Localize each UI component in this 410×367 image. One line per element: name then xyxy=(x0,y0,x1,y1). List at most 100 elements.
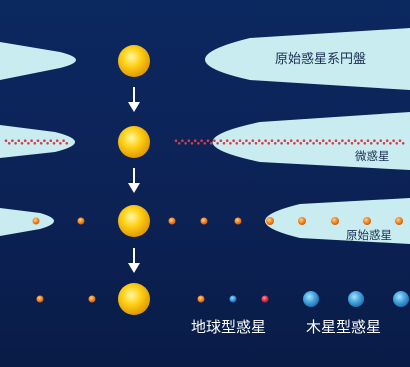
planetesimal-dot xyxy=(4,139,8,142)
planetesimal-dot xyxy=(325,142,328,145)
planetesimal-dot xyxy=(363,142,367,145)
protoplanet xyxy=(363,217,371,225)
planetesimal-dot xyxy=(312,142,315,145)
planetesimal-dot xyxy=(200,139,203,142)
planetesimal-dot xyxy=(289,139,293,142)
planetesimal-dot xyxy=(369,142,373,145)
planetesimal-dot xyxy=(203,142,207,145)
planetesimal-dot xyxy=(181,139,184,142)
planetesimal-dots xyxy=(4,139,69,145)
planetesimal-dot xyxy=(59,142,62,145)
planetesimal-dot xyxy=(257,139,261,142)
planetesimal-dot xyxy=(357,142,360,145)
planetesimal-dot xyxy=(219,139,223,142)
protoplanet xyxy=(200,217,208,225)
planetesimal-dot xyxy=(216,142,219,145)
planetesimal-dot xyxy=(392,139,395,142)
stage-protoplanetary-disk xyxy=(0,28,410,90)
planetesimal-dot xyxy=(350,142,354,145)
protoplanet xyxy=(266,217,274,225)
planetesimal-dot xyxy=(321,139,325,142)
planetesimal-dot xyxy=(7,142,11,145)
planetesimal-dot xyxy=(184,142,187,145)
planetesimal-dot xyxy=(245,139,248,142)
planetesimal-dot xyxy=(277,139,280,142)
planetesimal-dot xyxy=(379,139,383,142)
planetesimal-dot xyxy=(11,139,14,142)
planetesimal-dot xyxy=(23,139,27,142)
protoplanet xyxy=(331,217,339,225)
stage-planetesimals xyxy=(0,112,410,170)
planetesimal-dot xyxy=(373,139,376,142)
planetesimal-dot xyxy=(49,139,53,142)
planet xyxy=(36,295,44,303)
protoplanet xyxy=(298,217,306,225)
label-jovian-planets: 木星型惑星 xyxy=(306,318,382,336)
planetesimal-dot xyxy=(382,142,386,145)
planetesimal-dot xyxy=(328,139,331,142)
planetesimal-dot xyxy=(235,142,239,145)
planetesimal-dot xyxy=(286,142,290,145)
planetesimal-dot xyxy=(222,142,226,145)
planetesimal-dot xyxy=(209,142,213,145)
disk-left xyxy=(0,42,76,80)
label-terrestrial-planets: 地球型惑星 xyxy=(191,318,267,336)
stage-protoplanets xyxy=(0,198,410,244)
planet-terrestrial xyxy=(229,295,237,303)
planetesimal-dot xyxy=(206,139,210,142)
planetesimal-dot xyxy=(318,142,322,145)
planetesimal-dot xyxy=(251,139,255,142)
disk-left xyxy=(0,208,54,236)
planetesimal-dot xyxy=(360,139,363,142)
label-protoplanetary-disk: 原始惑星系円盤 xyxy=(275,52,367,67)
planetesimal-dot xyxy=(65,142,69,145)
protoplanet xyxy=(77,217,85,225)
planetesimal-dot xyxy=(190,142,194,145)
sun xyxy=(118,45,150,77)
planetesimal-dot xyxy=(241,142,245,145)
planetesimal-dot xyxy=(14,142,17,145)
planetesimal-dot xyxy=(174,139,178,142)
planetesimal-dot xyxy=(30,139,33,142)
planetesimal-dot xyxy=(36,139,40,142)
planetesimal-dot xyxy=(177,142,181,145)
planetesimal-dot xyxy=(229,142,232,145)
planetesimal-dot xyxy=(347,139,351,142)
planetesimal-dot xyxy=(193,139,197,142)
planetesimal-dot xyxy=(344,142,347,145)
label-protoplanets: 原始惑星 xyxy=(346,228,392,242)
planetesimal-dot xyxy=(232,139,235,142)
planetesimal-dot xyxy=(315,139,319,142)
disk-right xyxy=(205,28,410,90)
planetesimal-dot xyxy=(280,142,283,145)
arrow-2 xyxy=(128,168,140,193)
planetesimal-dot xyxy=(385,139,389,142)
planetesimal-dot xyxy=(213,139,216,142)
planetesimal-dot xyxy=(62,139,65,142)
planetesimal-dot xyxy=(55,139,59,142)
planetesimal-dot xyxy=(267,142,271,145)
planet-terrestrial xyxy=(197,295,205,303)
arrow-3 xyxy=(128,248,140,273)
protoplanet xyxy=(32,217,40,225)
planetesimal-dot xyxy=(331,142,335,145)
planetesimal-dots xyxy=(174,139,405,145)
planetesimal-dot xyxy=(270,139,274,142)
sun xyxy=(118,205,150,237)
planetesimal-dot xyxy=(401,142,405,145)
planetesimal-dot xyxy=(238,139,242,142)
protoplanet xyxy=(168,217,176,225)
planetesimal-dot xyxy=(366,139,370,142)
planetesimal-dot xyxy=(39,142,43,145)
planetesimal-dot xyxy=(52,142,56,145)
planetesimal-dot xyxy=(341,139,344,142)
planetesimal-dot xyxy=(273,142,277,145)
planetesimal-dot xyxy=(293,142,296,145)
protoplanet xyxy=(234,217,242,225)
planetesimal-dot xyxy=(33,142,37,145)
planetesimal-dot xyxy=(254,142,258,145)
planetesimal-dot xyxy=(398,139,402,142)
planetesimal-dot xyxy=(305,142,309,145)
planet-jovian xyxy=(348,291,364,307)
